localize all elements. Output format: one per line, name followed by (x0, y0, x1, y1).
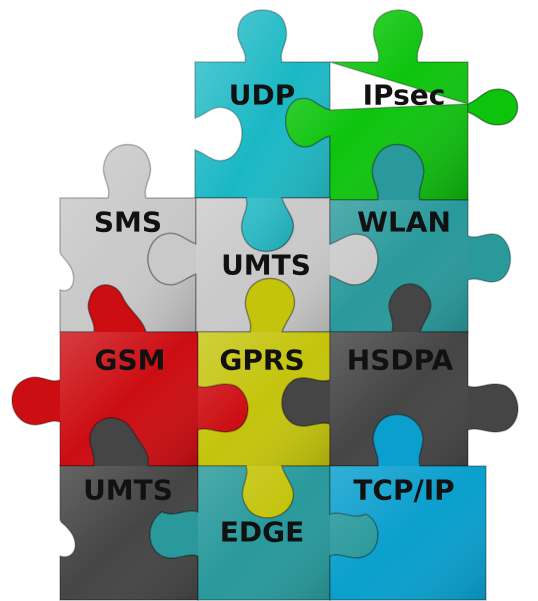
puzzle-piece-gprs (197, 277, 331, 519)
label-wlan: WLAN (357, 206, 451, 239)
label-ipsec: IPsec (363, 79, 446, 112)
puzzle-piece-ipsec (285, 9, 519, 201)
label-gsm: GSM (94, 344, 165, 377)
label-tcpip: TCP/IP (353, 474, 454, 507)
puzzle-piece-wlan (329, 143, 512, 333)
label-umts-grey: UMTS (221, 249, 311, 282)
label-sms: SMS (94, 206, 162, 239)
label-gprs: GPRS (219, 344, 304, 377)
label-hsdpa: HSDPA (347, 344, 454, 377)
label-umts-dark: UMTS (83, 474, 173, 507)
puzzle-piece-hsdpa (281, 283, 519, 467)
puzzle-piece-udp (194, 9, 331, 253)
label-udp: UDP (229, 79, 296, 112)
label-edge: EDGE (220, 516, 304, 549)
puzzle-piece-edge (149, 465, 379, 601)
puzzle-piece-tcpip (329, 413, 487, 601)
puzzle-piece-umts-grey (147, 197, 379, 333)
